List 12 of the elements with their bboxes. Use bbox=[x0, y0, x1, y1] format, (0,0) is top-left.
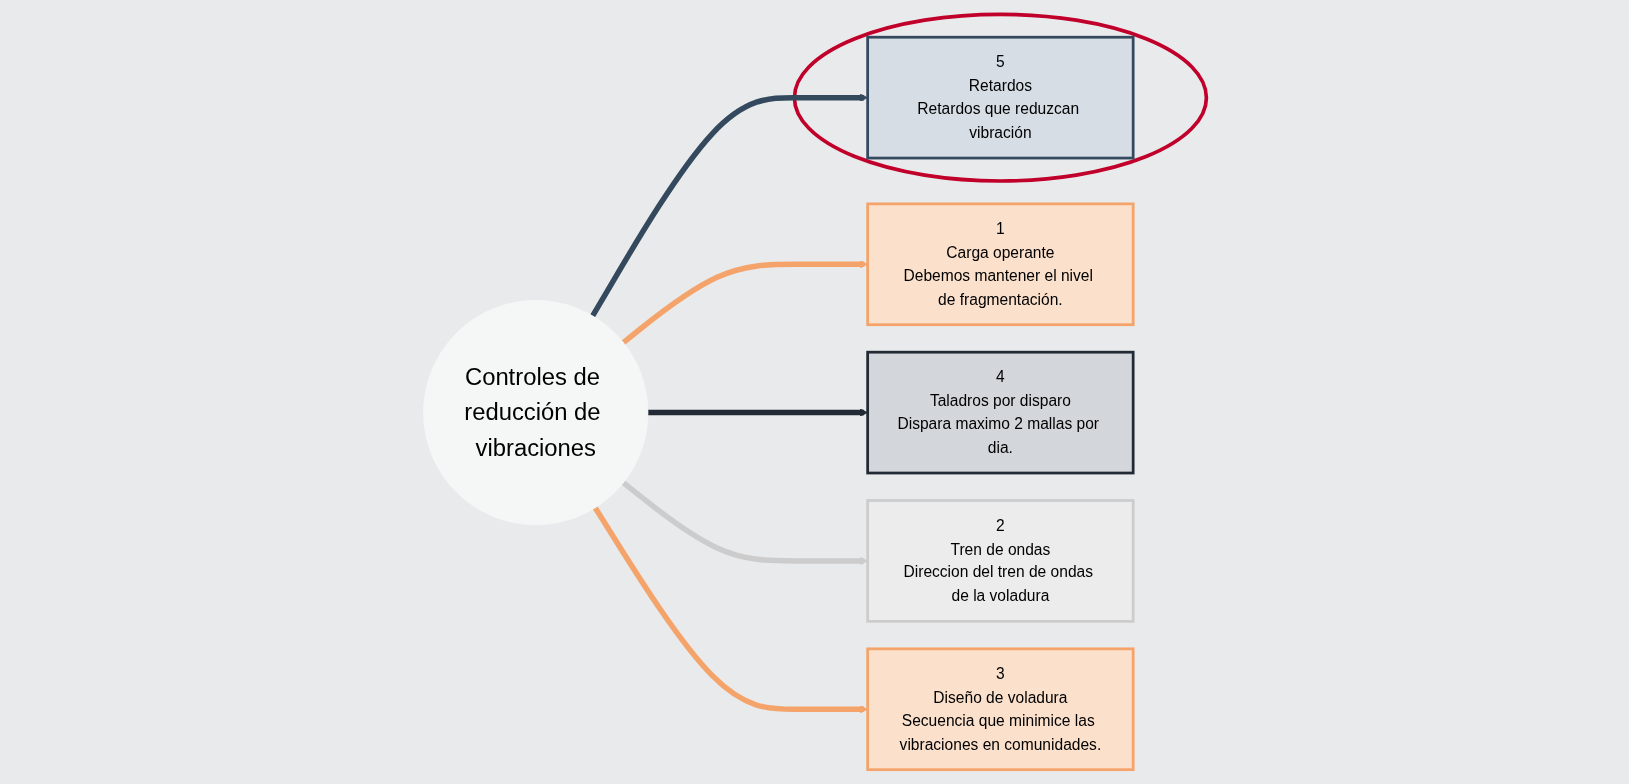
node-circle: Controles de reducción de vibraciones bbox=[422, 300, 648, 526]
node-box: 1 Carga operante Debemos mantener el nivel de fragmentación. bbox=[865, 202, 1135, 327]
arrow bbox=[589, 93, 868, 318]
node-box: 4 Taladros por disparo Dispara maximo 2 mallas por dia. bbox=[865, 350, 1135, 475]
node-box: 5 Retardos Retardos que reduzcan vibración bbox=[865, 35, 1135, 160]
arrow bbox=[621, 260, 868, 345]
node-box: 3 Diseño de voladura Secuencia que minimice las vibraciones en comunidades. bbox=[865, 647, 1135, 772]
arrow bbox=[647, 408, 868, 417]
node-box: 2 Tren de ondas Direccion del tren de ondas de la voladura bbox=[865, 499, 1135, 623]
cluster bbox=[792, 12, 1208, 183]
arrow bbox=[592, 506, 868, 714]
arrow bbox=[621, 480, 868, 565]
